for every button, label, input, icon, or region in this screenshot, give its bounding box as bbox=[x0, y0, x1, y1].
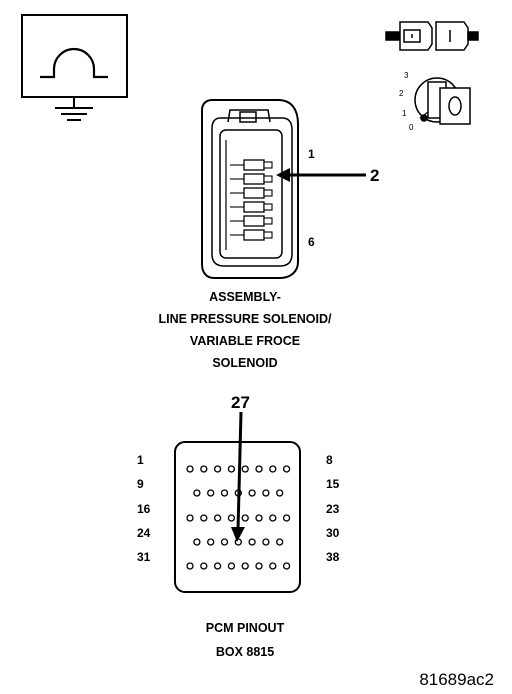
pcm-pin-hole bbox=[193, 489, 201, 497]
solenoid-caption-line-2: LINE PRESSURE SOLENOID/ bbox=[158, 312, 332, 326]
solenoid-caption-line-3: VARIABLE FROCE bbox=[189, 334, 301, 348]
ignition-position-3: 3 bbox=[404, 71, 409, 80]
solenoid-connector-face bbox=[201, 99, 299, 279]
pcm-pin-hole bbox=[241, 562, 249, 570]
solenoid-pin-tab bbox=[263, 189, 273, 197]
solenoid-caption-line-4: SOLENOID bbox=[212, 356, 278, 370]
solenoid-pin-cavity bbox=[243, 187, 265, 199]
pcm-pin-hole bbox=[213, 465, 222, 473]
pcm-row-label-right: 23 bbox=[326, 502, 340, 516]
pcm-pin-hole bbox=[186, 514, 194, 522]
pcm-pin-hole bbox=[276, 538, 284, 546]
ignition-position-0: 0 bbox=[409, 123, 414, 132]
pcm-row-label-right: 30 bbox=[326, 526, 340, 540]
solenoid-pin-cavity bbox=[243, 159, 265, 171]
pcm-row-labels-left: 1 9 16 24 31 bbox=[137, 453, 151, 564]
ignition-position-2: 2 bbox=[399, 89, 404, 98]
pcm-row-label-left: 24 bbox=[137, 526, 151, 540]
pcm-pin-hole bbox=[269, 465, 277, 473]
pcm-pin-hole bbox=[186, 465, 194, 473]
solenoid-pin-tab bbox=[263, 175, 273, 183]
pcm-row-label-left: 16 bbox=[137, 502, 151, 516]
pcm-pin-hole bbox=[200, 514, 208, 522]
pcm-pin-hole bbox=[200, 562, 208, 570]
solenoid-caption-line-1: ASSEMBLY- bbox=[209, 290, 281, 304]
pcm-pin-hole bbox=[213, 562, 222, 570]
pcm-row-label-right: 15 bbox=[326, 477, 340, 491]
solenoid-pin-first-label: 1 bbox=[308, 147, 315, 161]
solenoid-pin-tab bbox=[263, 231, 273, 239]
pcm-row-labels-right: 8 15 23 30 38 bbox=[326, 453, 340, 564]
pcm-pin-hole bbox=[220, 489, 229, 497]
pcm-pin-hole bbox=[207, 489, 215, 497]
pcm-pin-hole bbox=[241, 514, 249, 522]
pcm-pin-hole bbox=[207, 538, 215, 546]
solenoid-pin-cavity bbox=[243, 201, 265, 213]
pcm-pin-hole bbox=[262, 538, 270, 546]
pcm-pin-hole bbox=[248, 538, 256, 546]
pcm-pin-hole bbox=[227, 562, 236, 570]
pcm-pin-hole bbox=[282, 562, 291, 570]
pcm-row-label-left: 1 bbox=[137, 453, 144, 467]
solenoid-pin-tab bbox=[263, 161, 273, 169]
ohmmeter-ground-icon bbox=[21, 14, 128, 121]
pcm-pin-hole bbox=[200, 465, 208, 473]
callout-2-arrow bbox=[276, 168, 366, 182]
solenoid-pin-last-label: 6 bbox=[308, 235, 315, 249]
pcm-caption-line-2: BOX 8815 bbox=[215, 645, 275, 659]
solenoid-pin-cavity bbox=[243, 229, 265, 241]
pcm-row-label-right: 38 bbox=[326, 550, 340, 564]
solenoid-pin-cavity bbox=[243, 173, 265, 185]
pcm-pin-hole bbox=[227, 465, 236, 473]
ignition-position-labels: 3 2 1 0 bbox=[399, 71, 414, 132]
solenoid-pin-cavity bbox=[243, 215, 265, 227]
pcm-pin-hole bbox=[255, 562, 263, 570]
callout-27-arrow bbox=[231, 411, 245, 542]
pcm-pin-hole bbox=[269, 562, 277, 570]
harness-connector-icon bbox=[385, 21, 479, 51]
figure-id: 81689ac2 bbox=[419, 670, 494, 689]
solenoid-pin-tab bbox=[263, 203, 273, 211]
pcm-pin-hole bbox=[186, 562, 194, 570]
pcm-pin-hole bbox=[282, 465, 291, 473]
pcm-row-label-left: 9 bbox=[137, 477, 144, 491]
pcm-pin-hole bbox=[269, 514, 277, 522]
pcm-pin-hole bbox=[282, 514, 291, 522]
pcm-row-label-left: 31 bbox=[137, 550, 151, 564]
pcm-pin-hole bbox=[193, 538, 201, 546]
solenoid-pin-cavities bbox=[230, 159, 273, 241]
pcm-pin-hole bbox=[276, 489, 284, 497]
pcm-pin-hole bbox=[220, 538, 229, 546]
callout-27-label: 27 bbox=[231, 393, 250, 412]
pcm-pin-grid bbox=[186, 465, 291, 570]
pcm-pin-hole bbox=[241, 465, 249, 473]
pcm-pin-hole bbox=[262, 489, 270, 497]
pcm-pin-hole bbox=[255, 514, 263, 522]
callout-2-label: 2 bbox=[370, 166, 379, 185]
pcm-pin-hole bbox=[213, 514, 222, 522]
ignition-position-1: 1 bbox=[402, 109, 407, 118]
pcm-caption-line-1: PCM PINOUT bbox=[205, 621, 285, 635]
pcm-row-label-right: 8 bbox=[326, 453, 333, 467]
pcm-pin-hole bbox=[227, 514, 236, 522]
ignition-key-switch-icon bbox=[414, 77, 471, 125]
solenoid-pin-tab bbox=[263, 217, 273, 225]
pcm-pin-hole bbox=[255, 465, 263, 473]
pcm-pin-hole bbox=[248, 489, 256, 497]
